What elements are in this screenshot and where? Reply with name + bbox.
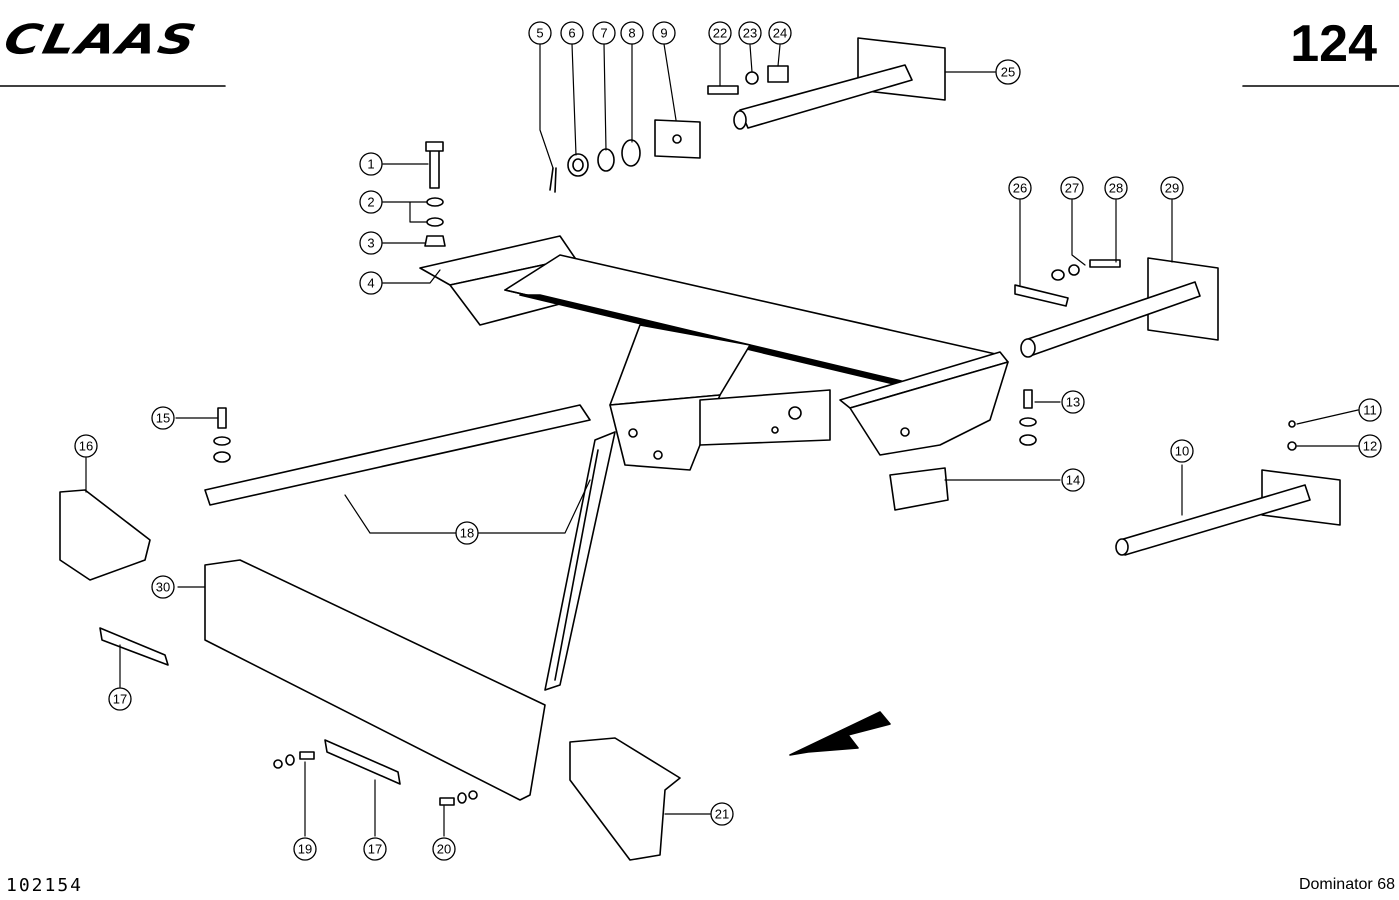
callout-25 — [995, 59, 1021, 85]
callout-21 — [710, 802, 734, 826]
callout-22 — [708, 21, 732, 45]
callout-label: 17 — [113, 692, 127, 707]
callout-label: 12 — [1363, 439, 1377, 454]
callout-28 — [1104, 176, 1128, 200]
bolt-1-assembly — [424, 141, 446, 247]
callout-27 — [1060, 176, 1084, 200]
bolt-13-and-bracket-14 — [889, 389, 1037, 511]
callout-label: 8 — [628, 26, 635, 41]
callout-1 — [359, 152, 383, 176]
upper-shaft-assembly — [707, 37, 946, 130]
right-shaft-assembly — [1014, 257, 1219, 358]
callout-label: 14 — [1066, 473, 1080, 488]
callout-label: 9 — [660, 26, 667, 41]
callout-label: 13 — [1066, 395, 1080, 410]
callout-17b — [363, 837, 387, 861]
callout-14 — [1061, 468, 1085, 492]
callout-7 — [592, 21, 616, 45]
callout-12 — [1358, 434, 1382, 458]
callout-6 — [560, 21, 584, 45]
drawing-number: 102154 — [6, 875, 84, 896]
callout-label: 25 — [1001, 65, 1015, 80]
callout-label: 30 — [156, 580, 170, 595]
main-frame — [419, 235, 1009, 471]
callout-label: 22 — [713, 26, 727, 41]
callout-24 — [768, 21, 792, 45]
callout-label: 3 — [367, 236, 374, 251]
struts-18 — [204, 404, 616, 691]
callout-label: 29 — [1165, 181, 1179, 196]
callout-label: 20 — [437, 842, 451, 857]
callout-label: 18 — [460, 526, 474, 541]
callout-label: 6 — [568, 26, 575, 41]
callout-label: 2 — [367, 195, 374, 210]
callout-label: 21 — [715, 807, 729, 822]
callout-19 — [293, 837, 317, 861]
model-name: Dominator 68 — [1298, 876, 1395, 893]
callout-label: 16 — [79, 439, 93, 454]
callout-label: 24 — [773, 26, 787, 41]
callout-23 — [738, 21, 762, 45]
callout-label: 1 — [367, 157, 374, 172]
page-number: 124 — [1290, 15, 1377, 73]
callout-bubbles — [74, 21, 1382, 861]
callout-2 — [359, 190, 383, 214]
callout-4 — [359, 271, 383, 295]
lower-right-shaft-assembly — [1115, 420, 1341, 556]
callout-label: 15 — [156, 411, 170, 426]
callout-label: 28 — [1109, 181, 1123, 196]
parts-5-to-9 — [549, 119, 701, 193]
callout-label: 7 — [600, 26, 607, 41]
callout-30 — [151, 575, 175, 599]
callout-label: 10 — [1175, 444, 1189, 459]
callout-11 — [1358, 398, 1382, 422]
callout-label: 23 — [743, 26, 757, 41]
callout-label: 19 — [298, 842, 312, 857]
callout-8 — [620, 21, 644, 45]
callout-label: 27 — [1065, 181, 1079, 196]
callout-9 — [652, 21, 676, 45]
travel-direction-arrow — [789, 711, 891, 756]
callout-20 — [432, 837, 456, 861]
callout-label: 26 — [1013, 181, 1027, 196]
callout-26 — [1008, 176, 1032, 200]
callout-29 — [1160, 176, 1184, 200]
callout-label: 4 — [367, 276, 374, 291]
callout-17a — [108, 687, 132, 711]
callout-13 — [1061, 390, 1085, 414]
callout-3 — [359, 231, 383, 255]
callout-5 — [528, 21, 552, 45]
leader-lines — [85, 43, 1359, 837]
callout-18 — [455, 521, 479, 545]
callout-16 — [74, 434, 98, 458]
plates-left — [59, 489, 681, 861]
callout-label: 17 — [368, 842, 382, 857]
callout-10 — [1170, 439, 1194, 463]
callout-label: 11 — [1363, 403, 1377, 418]
callout-label: 5 — [536, 26, 543, 41]
hardware-19-20 — [273, 751, 478, 806]
callout-15 — [151, 406, 175, 430]
